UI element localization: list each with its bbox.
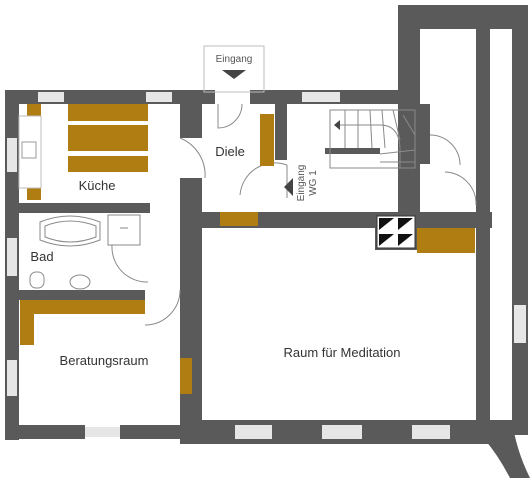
room-label-beratungsraum: Beratungsraum — [60, 353, 149, 368]
window-kitchen-top-2 — [146, 92, 172, 102]
stair-step-5 — [392, 109, 401, 141]
kitchen-sink — [21, 141, 37, 159]
door-swing-office — [144, 289, 181, 326]
wall-kitchen-hall-upper — [180, 90, 202, 138]
wall-bath-office — [5, 290, 145, 300]
kitchen-cabinet-mid — [68, 125, 148, 151]
wall-tower-right — [476, 5, 490, 215]
meditation-cabinet — [417, 228, 475, 253]
door-swing-wg — [239, 162, 288, 196]
window-stair-top — [302, 92, 340, 102]
stair-step-3 — [369, 109, 373, 149]
wall-bottom-left — [5, 425, 85, 439]
entrance-marker: Eingang — [203, 45, 265, 93]
wash-basin — [69, 274, 91, 290]
stair-step-6 — [402, 114, 416, 136]
office-shelf-top — [20, 300, 145, 314]
room-label-meditation: Raum für Meditation — [283, 345, 400, 360]
stair-step-4 — [381, 109, 386, 149]
door-swing-stair-right — [429, 134, 461, 166]
wall-tower-top — [398, 5, 528, 29]
window-kitchen-top-1 — [38, 92, 64, 102]
stair-handrail — [340, 124, 401, 168]
kitchen-counter — [18, 115, 42, 189]
bathtub — [39, 215, 101, 247]
kitchen-counter-end-top — [27, 104, 41, 116]
toilet — [29, 271, 45, 289]
window-bad-left — [7, 238, 17, 276]
hall-cabinet-low — [220, 212, 258, 226]
window-med-right — [514, 305, 526, 343]
kitchen-counter-end-bottom — [27, 188, 41, 200]
door-swing-meditation — [444, 171, 477, 206]
office-shelf-right — [180, 358, 192, 394]
wall-kitchen-hall-lower — [180, 178, 202, 286]
wg-entrance-label: Eingang WG 1 — [296, 165, 319, 202]
wall-meditation-top — [202, 212, 492, 228]
wall-meditation-right — [476, 215, 490, 425]
stairs — [329, 109, 416, 169]
stair-outline — [329, 109, 416, 169]
window-med-bottom-2 — [322, 425, 362, 439]
entrance-label: Eingang — [216, 54, 253, 65]
stair-step-7 — [379, 149, 416, 155]
stair-arrow — [334, 120, 340, 130]
stove — [376, 215, 416, 249]
stove-burner-3 — [379, 234, 394, 246]
wall-far-right — [512, 5, 528, 435]
window-med-bottom-1 — [235, 425, 272, 439]
entrance-arrow — [222, 70, 246, 79]
wall-stair-bottom — [325, 148, 380, 154]
room-label-diele: Diele — [215, 144, 245, 159]
door-swings — [111, 103, 477, 326]
kitchen-cabinet-top — [68, 104, 148, 121]
door-swing-kitchen — [179, 137, 206, 179]
hall-wardrobe — [260, 114, 274, 166]
shower-tray — [107, 214, 141, 246]
entrance-box — [203, 45, 265, 93]
wall-kitchen-bath — [5, 203, 150, 213]
wg-entrance-line2: WG 1 — [308, 170, 319, 196]
wall-hall-right — [275, 104, 287, 160]
wg-entrance-line1: Eingang — [296, 165, 307, 202]
wg-entrance-arrow — [284, 178, 293, 196]
room-label-bad: Bad — [30, 249, 53, 264]
bathtub-inner — [44, 220, 97, 243]
door-swing-bath — [111, 244, 149, 283]
furniture — [20, 104, 475, 394]
stove-burner-4 — [398, 234, 413, 246]
window-kitchen-left — [7, 138, 17, 172]
room-label-kueche: Küche — [79, 178, 116, 193]
door-swing-entrance — [217, 103, 243, 129]
window-office-bottom — [85, 427, 120, 437]
bath-fixtures — [29, 214, 141, 290]
kitchen-cabinet-bottom — [68, 156, 148, 172]
window-office-left — [7, 360, 17, 396]
stove-burner-1 — [379, 218, 394, 230]
wall-bottom-curve — [485, 420, 530, 478]
windows — [7, 92, 526, 439]
stove-burner-2 — [398, 218, 413, 230]
wall-stair-right — [418, 104, 430, 164]
window-med-bottom-3 — [412, 425, 450, 439]
